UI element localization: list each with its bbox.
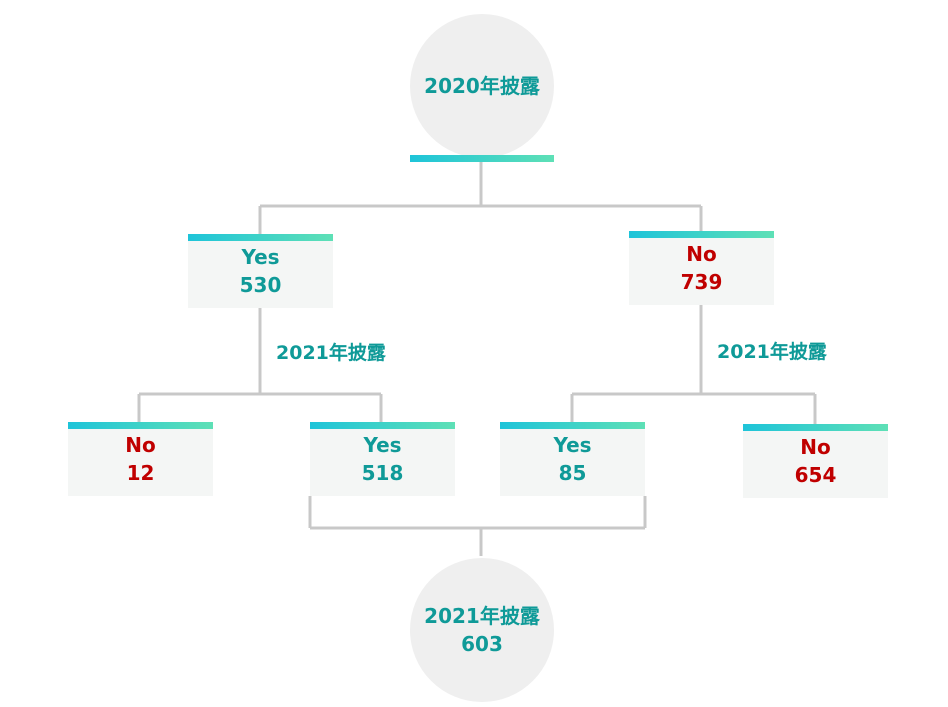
leaf-no-yes: Yes 85 — [500, 422, 645, 496]
root-label: 2020年披露 — [424, 74, 540, 98]
sub-label-right: 2021年披露 — [717, 341, 827, 363]
leaf-yes-no-accent-bar — [68, 422, 213, 429]
leaf-no-no: No 654 — [743, 424, 888, 498]
node-yes-count: 530 — [239, 273, 282, 297]
leaf-yes-yes-count: 518 — [361, 461, 404, 485]
root-node: 2020年披露 — [410, 14, 554, 158]
node-yes-accent-bar — [188, 234, 333, 241]
leaf-yes-yes-label: Yes — [363, 433, 402, 457]
leaf-yes-no-count: 12 — [126, 461, 155, 485]
leaf-no-yes-label: Yes — [553, 433, 592, 457]
root-accent-bar — [410, 155, 554, 162]
leaf-yes-no-label: No — [125, 433, 156, 457]
leaf-yes-no: No 12 — [68, 422, 213, 496]
sub-label-left: 2021年披露 — [276, 342, 386, 364]
leaf-yes-yes: Yes 518 — [310, 422, 455, 496]
node-yes-label: Yes — [241, 245, 280, 269]
result-count: 603 — [461, 632, 503, 656]
leaf-no-yes-count: 85 — [558, 461, 587, 485]
leaf-yes-yes-accent-bar — [310, 422, 455, 429]
node-yes: Yes 530 — [188, 234, 333, 308]
node-no-label: No — [686, 242, 717, 266]
leaf-no-no-label: No — [800, 435, 831, 459]
node-no: No 739 — [629, 231, 774, 305]
node-no-accent-bar — [629, 231, 774, 238]
node-no-count: 739 — [680, 270, 723, 294]
leaf-no-no-accent-bar — [743, 424, 888, 431]
leaf-no-no-count: 654 — [794, 463, 837, 487]
result-node: 2021年披露 603 — [410, 558, 554, 702]
leaf-no-yes-accent-bar — [500, 422, 645, 429]
result-label: 2021年披露 — [424, 604, 540, 628]
